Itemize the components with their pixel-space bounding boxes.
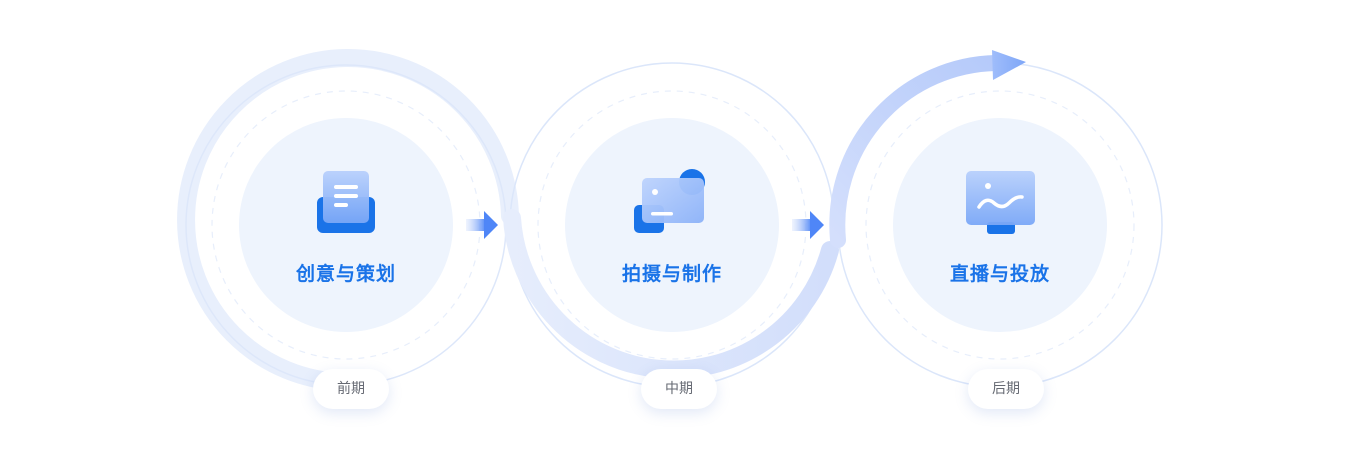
cycle-arrowhead-icon [992,50,1026,80]
connector-arrow-2-icon [792,211,824,239]
connector-arrow-1-icon [466,211,498,239]
monitor-chart-icon [966,171,1035,234]
phase-badge-late: 后期 [968,369,1044,409]
stage-2-rings [503,62,839,388]
document-tray-icon [317,171,375,233]
phase-badge-early: 前期 [313,369,389,409]
photo-card-icon [634,169,705,233]
stage-title-production: 拍摄与制作 [621,263,722,285]
phase-badge-middle: 中期 [641,369,717,409]
stage-title-planning: 创意与策划 [295,263,396,285]
stage-title-live-delivery: 直播与投放 [949,263,1050,285]
